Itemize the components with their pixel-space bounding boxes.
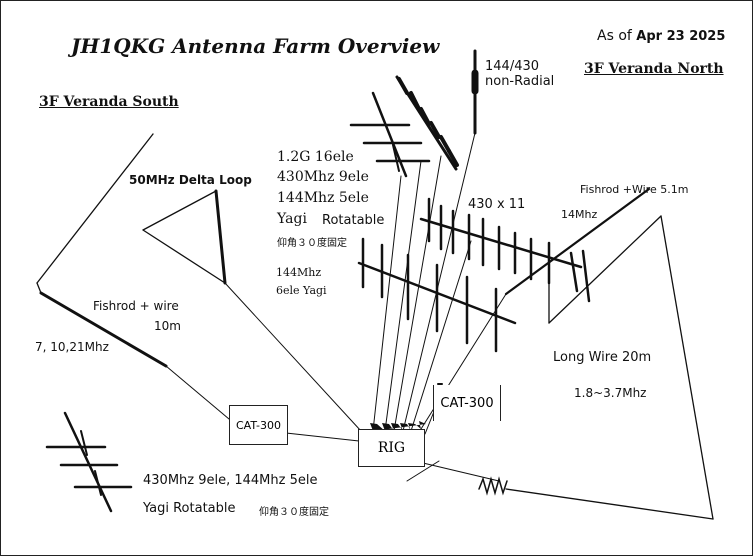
delta-loop-antenna bbox=[142, 189, 227, 285]
label-yagi-bottom-2: Yagi Rotatable bbox=[143, 501, 236, 516]
label-yagi-top-elevation: 仰角３０度固定 bbox=[277, 238, 347, 249]
label-yagi-144-2: 6ele Yagi bbox=[276, 284, 327, 297]
yagi-144-6ele bbox=[357, 237, 517, 353]
label-yagi-top-4: Yagi bbox=[277, 211, 307, 227]
label-yagi-top-1: 1.2G 16ele bbox=[277, 149, 354, 165]
fishrod-wire-north bbox=[504, 187, 651, 324]
arrow-heads bbox=[370, 421, 426, 431]
as-of-label: As of bbox=[597, 28, 632, 44]
as-of-date: As of Apr 23 2025 bbox=[597, 28, 725, 44]
diagram-title: JH1QKG Antenna Farm Overview bbox=[71, 34, 440, 58]
label-yagi-top-3: 144Mhz 5ele bbox=[277, 190, 369, 206]
yagi-top-stack bbox=[349, 75, 459, 178]
loading-coil bbox=[478, 476, 508, 496]
label-yagi-144-1: 144Mhz bbox=[276, 266, 322, 279]
label-vertical-1: 144/430 bbox=[485, 59, 540, 74]
label-fishrod-north: Fishrod +Wire 5.1m bbox=[580, 183, 689, 196]
rig-box: RIG bbox=[358, 429, 425, 467]
yagi-bottom-stack bbox=[45, 411, 133, 513]
label-delta-loop: 50MHz Delta Loop bbox=[129, 173, 252, 187]
tuner-left-label: CAT-300 bbox=[235, 418, 282, 432]
label-long-wire-bands: 1.8~3.7Mhz bbox=[574, 386, 647, 400]
section-north-heading: 3F Veranda North bbox=[584, 61, 724, 77]
label-yagi-bottom-elevation: 仰角３０度固定 bbox=[259, 507, 329, 518]
label-fishrod-south: Fishrod + wire bbox=[93, 299, 179, 313]
section-south-heading: 3F Veranda South bbox=[39, 94, 179, 110]
label-vertical-2: non-Radial bbox=[485, 74, 555, 89]
rig-label: RIG bbox=[377, 440, 406, 456]
label-yagi-bottom-1: 430Mhz 9ele, 144Mhz 5ele bbox=[143, 473, 318, 488]
tuner-right-box: CAT-300 bbox=[433, 385, 501, 421]
label-yagi-top-2: 430Mhz 9ele bbox=[277, 169, 369, 185]
label-bands-south: 7, 10,21Mhz bbox=[35, 340, 109, 354]
label-430x11: 430 x 11 bbox=[468, 197, 526, 212]
fishrod-wire-south bbox=[36, 133, 154, 294]
as-of-value: Apr 23 2025 bbox=[636, 29, 726, 44]
label-fishrod-south-length: 10m bbox=[154, 319, 181, 333]
label-yagi-top-rotatable: Rotatable bbox=[322, 213, 385, 228]
label-14mhz: 14Mhz bbox=[561, 208, 598, 221]
fishrod-south-rod bbox=[39, 291, 168, 368]
tuner-right-label: CAT-300 bbox=[440, 395, 494, 411]
long-wire-antenna bbox=[505, 215, 714, 520]
label-long-wire: Long Wire 20m bbox=[553, 350, 652, 365]
tuner-left-box: CAT-300 bbox=[229, 405, 288, 445]
